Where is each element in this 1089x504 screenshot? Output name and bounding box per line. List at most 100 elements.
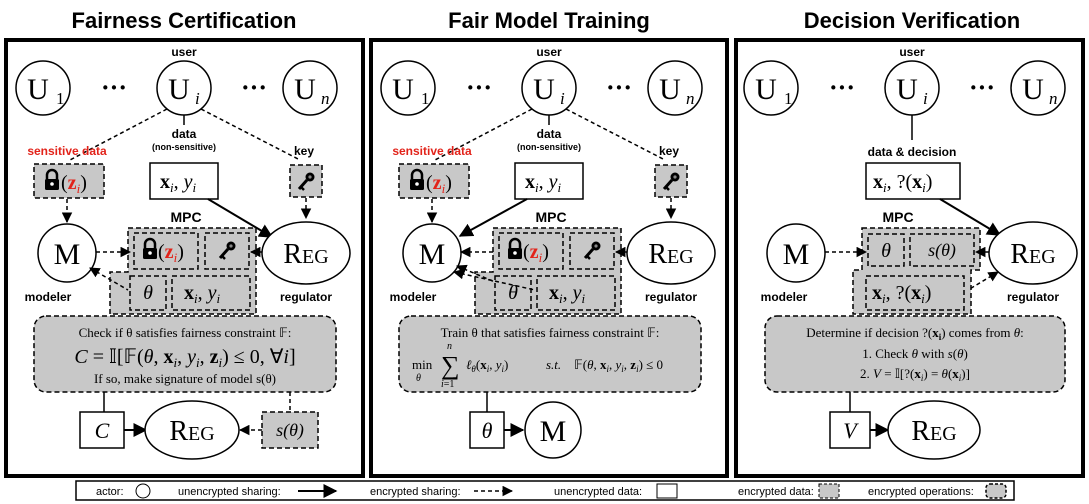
- output-theta-label: θ: [482, 418, 493, 443]
- data-label: data: [172, 127, 197, 141]
- ops-line-1: Train θ that satisfies fairness constrai…: [441, 325, 660, 340]
- legend-unenc-sharing: unencrypted sharing:: [178, 486, 281, 498]
- ops-constraint: 𝔽(θ, xi, yi, zi) ≤ 0: [574, 357, 663, 374]
- key-label: key: [294, 144, 314, 158]
- ellipsis: ···: [606, 73, 632, 102]
- regulator-node: [261, 221, 351, 285]
- data-decision-box: [865, 162, 961, 200]
- svg-text:(zi): (zi): [158, 241, 184, 265]
- ellipsis: ···: [969, 73, 995, 102]
- legend-unenc-data: unencrypted data:: [554, 486, 642, 498]
- legend-enc-data: encrypted data:: [738, 486, 814, 498]
- user-node-1-label: U: [27, 73, 49, 106]
- modeler-label: modeler: [25, 290, 72, 304]
- ellipsis: ···: [101, 73, 127, 102]
- operations-box: [398, 315, 702, 393]
- legend-enc-ops-icon: [985, 483, 1007, 499]
- panel-title-certification: Fairness Certification: [72, 8, 297, 33]
- mpc-label: MPC: [535, 209, 566, 225]
- panel-training: user U 1 ··· U i ··· U n sensitive data …: [369, 38, 729, 478]
- ops-line-3: 2. V = 𝕀[?(xi) = θ(xi)]: [860, 366, 970, 383]
- ops-min: min: [412, 357, 433, 372]
- svg-text:1: 1: [784, 89, 793, 108]
- panel-certification: user U 1 ··· U i ··· U n sensitive data …: [4, 38, 365, 478]
- ops-sum: ∑: [441, 351, 460, 380]
- user-node-i-label: U: [168, 73, 190, 106]
- panel-title-verification: Decision Verification: [804, 8, 1020, 33]
- enc-z-label: (zi): [61, 172, 87, 196]
- user-node-i-sub: i: [195, 89, 200, 108]
- legend-unenc-data-icon: [656, 483, 678, 499]
- user-node-1: [15, 60, 71, 116]
- svg-text:θ: θ: [416, 373, 421, 384]
- theta-cell: θ: [143, 282, 153, 304]
- ellipsis: ···: [829, 73, 855, 102]
- output-signature-box: [261, 411, 319, 449]
- svg-text:M: M: [540, 415, 567, 448]
- legend-frame: [75, 480, 1015, 501]
- data-box-label: xi, yi: [160, 171, 197, 195]
- svg-text:U: U: [659, 73, 681, 106]
- svg-text:θ: θ: [508, 282, 518, 304]
- modeler-label: modeler: [761, 290, 808, 304]
- sensitive-data-label: sensitive data: [27, 144, 107, 158]
- mpc-label: MPC: [882, 209, 913, 225]
- data-sub-label: (non-sensitive): [517, 142, 581, 152]
- signature-cell: s(θ): [928, 240, 956, 261]
- user-node-1: [380, 60, 436, 116]
- legend-actor-icon: [135, 483, 151, 499]
- panel-frame: [4, 38, 365, 478]
- user-node-n-sub: n: [321, 89, 330, 108]
- regulator-label: regulator: [1007, 290, 1059, 304]
- key-label: key: [659, 144, 679, 158]
- user-node-1: [743, 60, 799, 116]
- ops-line-1: Determine if decision ?(xi) comes from θ…: [806, 325, 1024, 342]
- svg-text:xi, yi: xi, yi: [525, 171, 562, 195]
- svg-text:(zi): (zi): [426, 172, 452, 196]
- legend-enc-sharing: encrypted sharing:: [370, 486, 461, 498]
- ops-objective: ℓθ(xi, yi): [466, 357, 508, 374]
- svg-text:M: M: [419, 238, 446, 271]
- user-node-n: [647, 60, 703, 116]
- panel-frame: [734, 38, 1085, 478]
- legend: actor: unencrypted sharing: encrypted sh…: [75, 480, 1015, 501]
- svg-text:(zi): (zi): [523, 241, 549, 265]
- panel-title-training: Fair Model Training: [448, 8, 650, 33]
- data-box: [149, 162, 219, 200]
- data-box: [514, 162, 584, 200]
- data-cell: xi, yi: [184, 282, 221, 306]
- user-node-1-sub: 1: [56, 89, 65, 108]
- svg-text:θ: θ: [881, 240, 891, 262]
- modeler-node: [766, 223, 826, 283]
- legend-enc-ops: encrypted operations:: [868, 486, 974, 498]
- operations-box: [33, 315, 337, 393]
- regulator-node: [988, 221, 1078, 285]
- operations-box: [764, 315, 1066, 393]
- svg-text:M: M: [783, 238, 810, 271]
- user-label: user: [899, 45, 925, 59]
- modeler-label: modeler: [390, 290, 437, 304]
- data-label: data: [537, 127, 562, 141]
- svg-text:n: n: [686, 89, 695, 108]
- modeler-node-label: M: [54, 238, 81, 271]
- svg-text:U: U: [533, 73, 555, 106]
- svg-text:i=1: i=1: [441, 379, 454, 390]
- user-label: user: [171, 45, 197, 59]
- ops-line-3: If so, make signature of model s(θ): [94, 371, 276, 386]
- svg-text:n: n: [1049, 89, 1058, 108]
- svg-text:xi, ?(xi): xi, ?(xi): [872, 282, 931, 306]
- user-label: user: [536, 45, 562, 59]
- regulator-label: regulator: [645, 290, 697, 304]
- sensitive-data-label: sensitive data: [392, 144, 472, 158]
- svg-text:U: U: [392, 73, 414, 106]
- svg-text:xi, yi: xi, yi: [549, 282, 586, 306]
- ops-line-1: Check if θ satisfies fairness constraint…: [79, 325, 292, 340]
- modeler-node: [37, 223, 97, 283]
- panel-verification: user U 1 ··· U i ··· U n data & decision…: [734, 38, 1085, 478]
- svg-text:n: n: [447, 341, 452, 352]
- mpc-region: [852, 227, 981, 315]
- output-c-label: C: [95, 418, 110, 443]
- data-decision-label: data & decision: [868, 145, 957, 159]
- data-sub-label: (non-sensitive): [152, 142, 216, 152]
